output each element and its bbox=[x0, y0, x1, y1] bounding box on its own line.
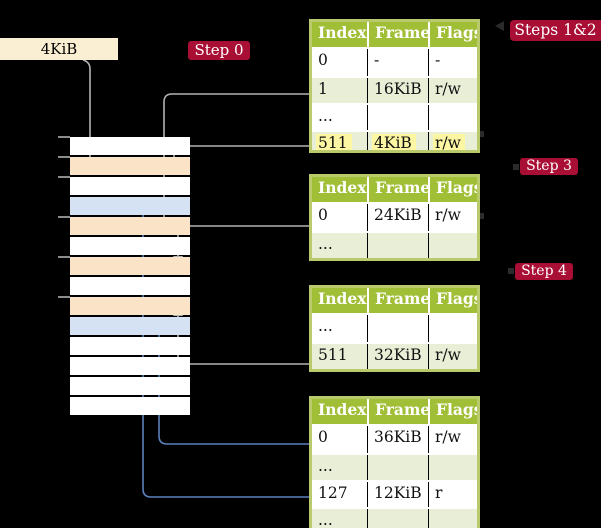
badge-step-4: Step 4 bbox=[515, 263, 573, 280]
table-cell: 24KiB bbox=[367, 204, 428, 231]
table-row: 511 4KiB r/w bbox=[312, 130, 477, 150]
table-cell: 127 bbox=[318, 484, 348, 502]
highlighted-value: 511 bbox=[316, 134, 352, 150]
table-header-row: IndexFrameFlags bbox=[312, 399, 477, 426]
table-cell: r/w bbox=[428, 132, 477, 150]
memory-row-3 bbox=[70, 197, 190, 215]
table-cell: 36KiB bbox=[367, 426, 428, 453]
table-cell: ... bbox=[318, 235, 333, 253]
table-cell: ... bbox=[318, 457, 333, 475]
table-cell: 1 bbox=[318, 80, 328, 98]
table-header-row: IndexFrameFlags bbox=[312, 288, 477, 315]
memory-tick bbox=[58, 176, 70, 178]
table-cell: 0 bbox=[318, 51, 328, 69]
memory-row-9 bbox=[70, 317, 190, 335]
memory-row-2 bbox=[70, 177, 190, 195]
page-table-step-3: IndexFrameFlags 0 24KiBr/w... bbox=[309, 174, 480, 261]
table-cell bbox=[367, 455, 428, 480]
table-cell: r/w bbox=[428, 344, 477, 369]
table-cell bbox=[367, 105, 428, 130]
memory-row-11 bbox=[70, 357, 190, 375]
table-cell: ... bbox=[318, 107, 333, 125]
column-header-index: Index bbox=[318, 400, 367, 419]
hidden-arrow-stubs bbox=[479, 21, 519, 274]
memory-tick bbox=[58, 296, 70, 298]
table-cell bbox=[428, 315, 477, 342]
memory-row-8 bbox=[70, 297, 190, 315]
table-header-row: IndexFrameFlags bbox=[312, 177, 477, 204]
memory-tick bbox=[58, 256, 70, 258]
table-cell: 0 bbox=[318, 206, 328, 224]
table-cell: 12KiB bbox=[367, 482, 428, 507]
memory-row-7 bbox=[70, 277, 190, 295]
table-cell: - bbox=[367, 49, 428, 76]
table-cell bbox=[428, 233, 477, 258]
table-cell bbox=[428, 455, 477, 480]
table-cell: 16KiB bbox=[367, 78, 428, 103]
table-cell bbox=[367, 509, 428, 528]
table-cell: r/w bbox=[428, 78, 477, 103]
table-header-row: IndexFrameFlags bbox=[312, 22, 477, 49]
memory-row-1 bbox=[70, 157, 190, 175]
table-cell: r bbox=[428, 482, 477, 507]
table-cell bbox=[367, 233, 428, 258]
column-header-index: Index bbox=[318, 178, 367, 197]
table-cell: 32KiB bbox=[367, 344, 428, 369]
memory-tick bbox=[58, 156, 70, 158]
table-cell: r/w bbox=[428, 204, 477, 231]
column-header-frame: Frame bbox=[367, 399, 428, 424]
table-row: ... bbox=[312, 231, 477, 258]
column-header-frame: Frame bbox=[367, 177, 428, 202]
table-cell: 511 bbox=[318, 346, 348, 364]
table-cell: 511 bbox=[312, 132, 367, 150]
memory-row-4 bbox=[70, 217, 190, 235]
memory-row-13 bbox=[70, 397, 190, 415]
table-cell: 0 bbox=[318, 428, 328, 446]
column-header-frame: Frame bbox=[367, 288, 428, 313]
column-header-frame: Frame bbox=[367, 22, 428, 47]
table-cell: ... bbox=[318, 511, 333, 528]
badge-step-3: Step 3 bbox=[520, 158, 578, 175]
badge-step-0: Step 0 bbox=[188, 41, 250, 60]
table-row: 0 -- bbox=[312, 49, 477, 76]
table-cell: ... bbox=[318, 317, 333, 335]
table-row: ... bbox=[312, 103, 477, 130]
table-cell bbox=[428, 105, 477, 130]
table-cell bbox=[367, 315, 428, 342]
table-cell: r/w bbox=[428, 426, 477, 453]
memory-row-10 bbox=[70, 337, 190, 355]
memory-row-6 bbox=[70, 257, 190, 275]
table-row: ... bbox=[312, 507, 477, 528]
highlighted-value: 4KiB bbox=[372, 134, 416, 150]
column-header-flags: Flags bbox=[428, 177, 477, 202]
column-header-flags: Flags bbox=[428, 399, 477, 424]
memory-row-5 bbox=[70, 237, 190, 255]
highlighted-value: r/w bbox=[433, 134, 465, 150]
table-cell: - bbox=[428, 49, 477, 76]
column-header-index: Index bbox=[318, 289, 367, 308]
memory-stack bbox=[70, 137, 190, 415]
table-row: ... bbox=[312, 315, 477, 342]
column-header-flags: Flags bbox=[428, 22, 477, 47]
table-cell bbox=[428, 509, 477, 528]
memory-tick bbox=[58, 136, 70, 138]
frame-size-label: 4KiB bbox=[0, 38, 118, 60]
table-row: ... bbox=[312, 453, 477, 480]
column-header-index: Index bbox=[318, 23, 367, 42]
badge-steps-1-2: Steps 1&2 bbox=[510, 20, 601, 41]
memory-tick bbox=[58, 216, 70, 218]
table-cell: 4KiB bbox=[367, 132, 428, 150]
column-header-flags: Flags bbox=[428, 288, 477, 313]
memory-row-0 bbox=[70, 137, 190, 155]
memory-row-12 bbox=[70, 377, 190, 395]
